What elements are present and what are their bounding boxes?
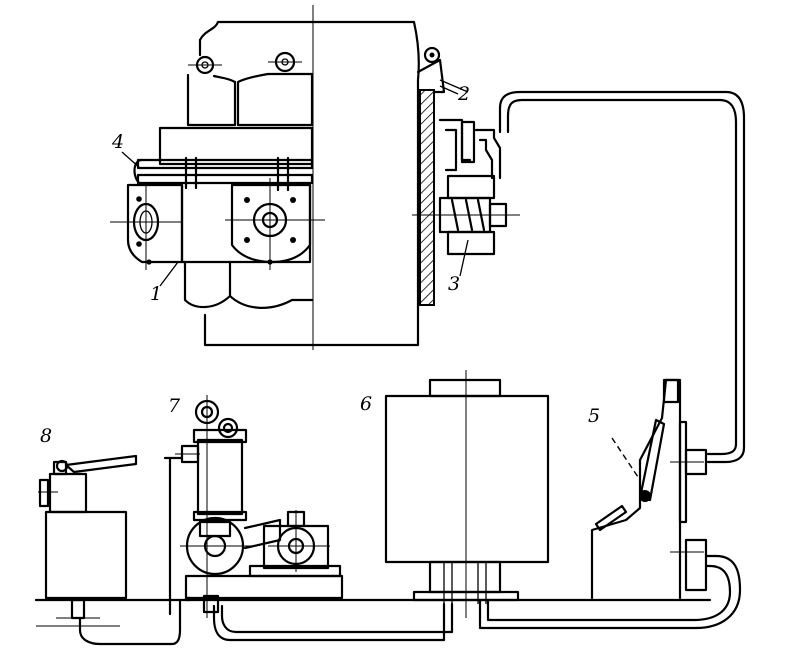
clamp-left xyxy=(110,183,184,270)
pump-unit-7 xyxy=(163,395,344,618)
label-6: 6 xyxy=(360,393,372,415)
rod-4 xyxy=(133,156,314,192)
label-8: 8 xyxy=(40,425,52,447)
control-panel-5 xyxy=(590,378,708,600)
label-4: 4 xyxy=(111,131,124,153)
label-1: 1 xyxy=(150,283,162,305)
label-5: 5 xyxy=(588,405,600,427)
valve-3 xyxy=(412,118,520,277)
return-piping xyxy=(36,554,742,646)
tank-6 xyxy=(384,370,550,618)
clamp-middle xyxy=(225,178,325,270)
labels: 1 2 3 4 5 6 7 8 xyxy=(40,83,600,447)
top-lug-right xyxy=(268,51,302,73)
label-7: 7 xyxy=(168,395,181,417)
top-lug-left xyxy=(188,55,222,75)
mold-assembly xyxy=(110,5,746,464)
label-3: 3 xyxy=(448,273,460,295)
label-2: 2 xyxy=(457,83,470,105)
wall-plate-2 xyxy=(416,46,469,306)
hand-pump-8 xyxy=(38,454,138,620)
